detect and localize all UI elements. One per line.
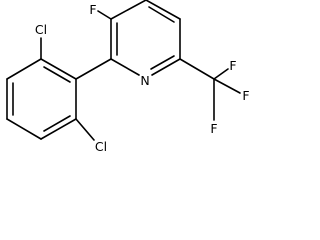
double-bond-inner <box>150 55 175 70</box>
molecule-structure: Cl Cl F N F F F <box>6 0 250 154</box>
chlorine-label: Cl <box>35 22 47 37</box>
nitrogen-label: N <box>140 73 149 88</box>
bond-f-ring <box>97 10 112 20</box>
bond <box>6 118 42 140</box>
bond <box>6 58 42 80</box>
pyridine-ring <box>110 0 181 76</box>
biaryl-bond <box>75 58 112 80</box>
bond <box>151 58 181 76</box>
dichlorophenyl-ring <box>6 58 77 140</box>
bond <box>40 58 77 80</box>
fluorine-label: F <box>210 121 217 136</box>
bond-cf3-f-right <box>213 78 241 94</box>
fluorine-label: F <box>242 88 249 103</box>
bond-cf3-f-top <box>213 68 229 80</box>
double-bond-inner <box>43 115 71 132</box>
bond <box>40 118 77 140</box>
double-bond-inner <box>148 6 175 23</box>
chlorine-label: Cl <box>95 139 107 154</box>
bond-c-cf3 <box>179 58 215 80</box>
trifluoromethyl-group <box>179 58 241 121</box>
fluorine-label: F <box>229 58 236 73</box>
double-bond-inner <box>43 66 71 83</box>
bond-cl-bottom <box>75 118 95 141</box>
bond <box>145 0 181 20</box>
bond <box>110 58 140 76</box>
fluorine-label: F <box>89 2 96 17</box>
bond <box>110 0 147 20</box>
